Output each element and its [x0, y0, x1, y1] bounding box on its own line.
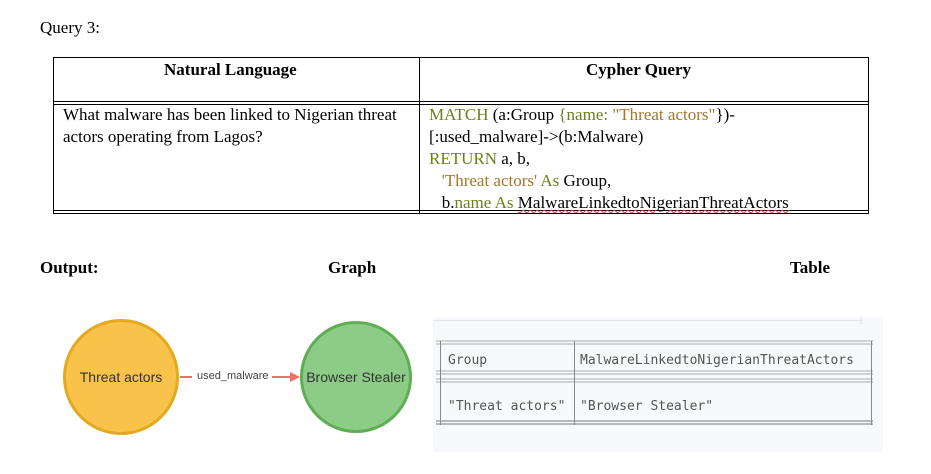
- query-table: Natural Language Cypher Query What malwa…: [53, 57, 869, 214]
- node-label: Browser Stealer: [306, 369, 406, 385]
- cypher-token: b.: [441, 193, 455, 212]
- header-divider: [54, 101, 868, 102]
- result-table-grid: [433, 317, 873, 425]
- cypher-alias: MalwareLinkedtoNigerianThreatActors: [517, 193, 789, 212]
- result-header-group: Group: [448, 353, 488, 368]
- cypher-query-code: MATCH (a:Group {name: "Threat actors"})-…: [429, 104, 867, 214]
- bottom-border-double: [54, 210, 868, 211]
- result-table: Group MalwareLinkedtoNigerianThreatActor…: [433, 317, 883, 452]
- cypher-token: (a:Group: [488, 105, 559, 124]
- header-divider-double: [54, 104, 868, 105]
- graph-node-threat-actors[interactable]: Threat actors: [63, 319, 179, 435]
- output-label: Output:: [40, 258, 99, 277]
- cypher-token: [:used_malware]->(b:Malware): [429, 127, 644, 146]
- query-title: Query 3:: [40, 18, 100, 37]
- cypher-keyword: As: [491, 193, 514, 212]
- cypher-token: })-: [715, 105, 735, 124]
- cypher-keyword: RETURN: [429, 149, 497, 168]
- cypher-keyword: As: [537, 171, 560, 190]
- cypher-token: a, b,: [497, 149, 531, 168]
- cypher-string: "Threat actors": [612, 105, 716, 124]
- arrow-icon: [290, 372, 300, 382]
- column-divider: [419, 58, 420, 213]
- graph-node-browser-stealer[interactable]: Browser Stealer: [300, 321, 412, 433]
- node-label: Threat actors: [79, 369, 163, 385]
- cypher-token: {name:: [558, 105, 613, 124]
- cypher-token: Group,: [559, 171, 612, 190]
- edge-label: used_malware: [197, 370, 269, 382]
- result-cell-group: "Threat actors": [448, 399, 566, 414]
- graph-label: Graph: [328, 258, 377, 277]
- cypher-keyword: MATCH: [429, 105, 489, 124]
- header-cypher-query: Cypher Query: [586, 60, 691, 79]
- natural-language-question: What malware has been linked to Nigerian…: [63, 105, 397, 146]
- result-cell-malware: "Browser Stealer": [580, 399, 714, 414]
- table-label: Table: [790, 258, 831, 277]
- cypher-token: name: [454, 193, 492, 212]
- header-natural-language: Natural Language: [164, 60, 297, 79]
- result-header-malware: MalwareLinkedtoNigerianThreatActors: [580, 353, 854, 368]
- cypher-string: 'Threat actors': [441, 171, 538, 190]
